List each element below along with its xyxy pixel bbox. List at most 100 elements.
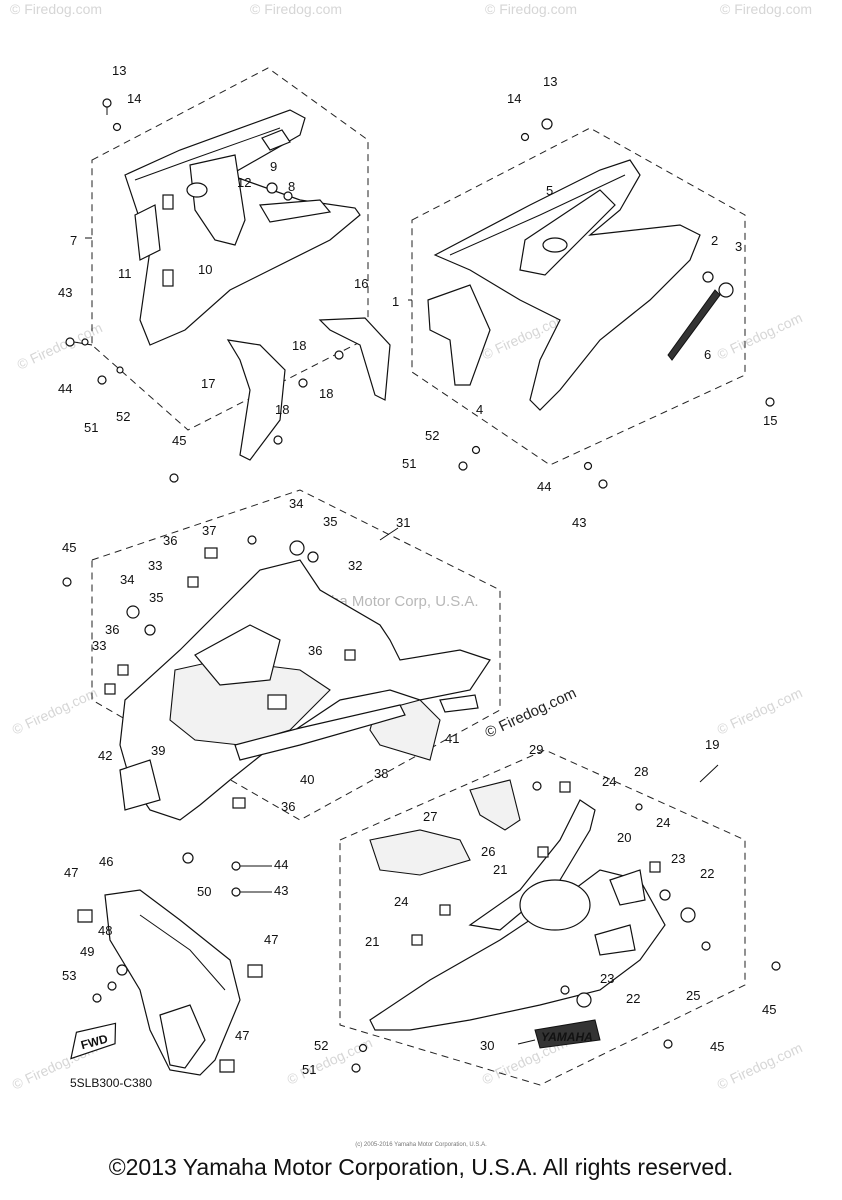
callout-53: 53 <box>62 968 76 983</box>
under-cowling-upper-group <box>62 473 501 897</box>
callout-11: 11 <box>118 266 132 281</box>
callout-22: 22 <box>626 991 640 1006</box>
callout-51: 51 <box>84 420 98 435</box>
callout-13: 13 <box>543 74 557 89</box>
callout-24: 24 <box>656 815 670 830</box>
callout-30: 30 <box>480 1038 494 1053</box>
callout-42: 42 <box>98 748 112 763</box>
callout-44: 44 <box>58 381 72 396</box>
watermark-firedog: © Firedog.com <box>483 685 580 742</box>
callout-25: 25 <box>686 988 700 1003</box>
callout-23: 23 <box>671 851 685 866</box>
callout-29: 29 <box>529 742 543 757</box>
callout-18: 18 <box>275 402 289 417</box>
callout-52: 52 <box>116 409 130 424</box>
side-panel-right-group <box>411 118 775 489</box>
callout-31: 31 <box>396 515 410 530</box>
callout-47: 47 <box>264 932 278 947</box>
watermark-corner: © Firedog.com <box>15 319 105 372</box>
callout-14: 14 <box>507 91 521 106</box>
callout-16: 16 <box>354 276 368 291</box>
callout-34: 34 <box>120 572 134 587</box>
callout-41: 41 <box>445 731 459 746</box>
callout-27: 27 <box>423 809 437 824</box>
fwd-arrow-icon: FWD <box>70 1022 117 1060</box>
watermark-corner: © Firedog.com <box>10 684 100 737</box>
fwd-label: FWD <box>79 1032 109 1053</box>
callout-13: 13 <box>112 63 126 78</box>
callout-23: 23 <box>600 971 614 986</box>
callout-34: 34 <box>289 496 303 511</box>
callout-18: 18 <box>319 386 333 401</box>
callout-24: 24 <box>394 894 408 909</box>
callout-45: 45 <box>172 433 186 448</box>
callout-36: 36 <box>105 622 119 637</box>
part-code: 5SLB300-C380 <box>70 1076 152 1090</box>
callout-52: 52 <box>314 1038 328 1053</box>
leader-lines <box>85 237 719 1045</box>
callout-14: 14 <box>127 91 141 106</box>
callout-49: 49 <box>80 944 94 959</box>
callout-40: 40 <box>300 772 314 787</box>
callout-21: 21 <box>365 934 379 949</box>
callout-26: 26 <box>481 844 495 859</box>
callout-45: 45 <box>710 1039 724 1054</box>
callout-3: 3 <box>735 239 742 254</box>
callout-52: 52 <box>425 428 439 443</box>
callout-4: 4 <box>476 402 483 417</box>
tiny-copyright-note: (c) 2005-2016 Yamaha Motor Corporation, … <box>355 1142 487 1148</box>
callout-8: 8 <box>288 179 295 194</box>
watermark-corner: © Firedog.com <box>485 1 577 17</box>
callout-36: 36 <box>308 643 322 658</box>
callout-6: 6 <box>704 347 711 362</box>
callout-50: 50 <box>197 884 211 899</box>
callout-51: 51 <box>402 456 416 471</box>
callout-5: 5 <box>546 183 553 198</box>
yamaha-decal-label: YAMAHA <box>541 1030 593 1044</box>
callout-2: 2 <box>711 233 718 248</box>
callout-10: 10 <box>198 262 212 277</box>
callout-48: 48 <box>98 923 112 938</box>
callout-17: 17 <box>201 376 215 391</box>
watermark-corner: © Firedog.com <box>250 1 342 17</box>
callout-32: 32 <box>348 558 362 573</box>
callout-47: 47 <box>64 865 78 880</box>
callout-35: 35 <box>149 590 163 605</box>
callout-43: 43 <box>572 515 586 530</box>
callout-37: 37 <box>202 523 216 538</box>
callout-33: 33 <box>148 558 162 573</box>
callout-33: 33 <box>92 638 106 653</box>
callout-1: 1 <box>392 294 399 309</box>
callout-19: 19 <box>705 737 719 752</box>
callout-15: 15 <box>763 413 777 428</box>
watermark-corner: © Firedog.com <box>10 1 102 17</box>
callout-18: 18 <box>292 338 306 353</box>
watermark-corner: © Firedog.com <box>285 1034 375 1087</box>
callout-12: 12 <box>237 175 251 190</box>
callout-7: 7 <box>70 233 77 248</box>
callout-36: 36 <box>163 533 177 548</box>
callout-28: 28 <box>634 764 648 779</box>
callout-20: 20 <box>617 830 631 845</box>
under-cowling-lower-group <box>339 749 781 1086</box>
callout-46: 46 <box>99 854 113 869</box>
callout-9: 9 <box>270 159 277 174</box>
callout-21: 21 <box>493 862 507 877</box>
callout-47: 47 <box>235 1028 249 1043</box>
watermark-corner: © Firedog.com <box>715 309 805 362</box>
side-panel-left-group <box>65 67 369 431</box>
callout-36: 36 <box>281 799 295 814</box>
bracket-group <box>226 317 391 461</box>
callout-45: 45 <box>762 1002 776 1017</box>
callout-43: 43 <box>58 285 72 300</box>
copyright-footer: ©2013 Yamaha Motor Corporation, U.S.A. A… <box>108 1154 734 1180</box>
callout-51: 51 <box>302 1062 316 1077</box>
inner-panel-group <box>77 889 263 1076</box>
callout-44: 44 <box>274 857 288 872</box>
callout-39: 39 <box>151 743 165 758</box>
callout-35: 35 <box>323 514 337 529</box>
callout-45: 45 <box>62 540 76 555</box>
callout-44: 44 <box>537 479 551 494</box>
